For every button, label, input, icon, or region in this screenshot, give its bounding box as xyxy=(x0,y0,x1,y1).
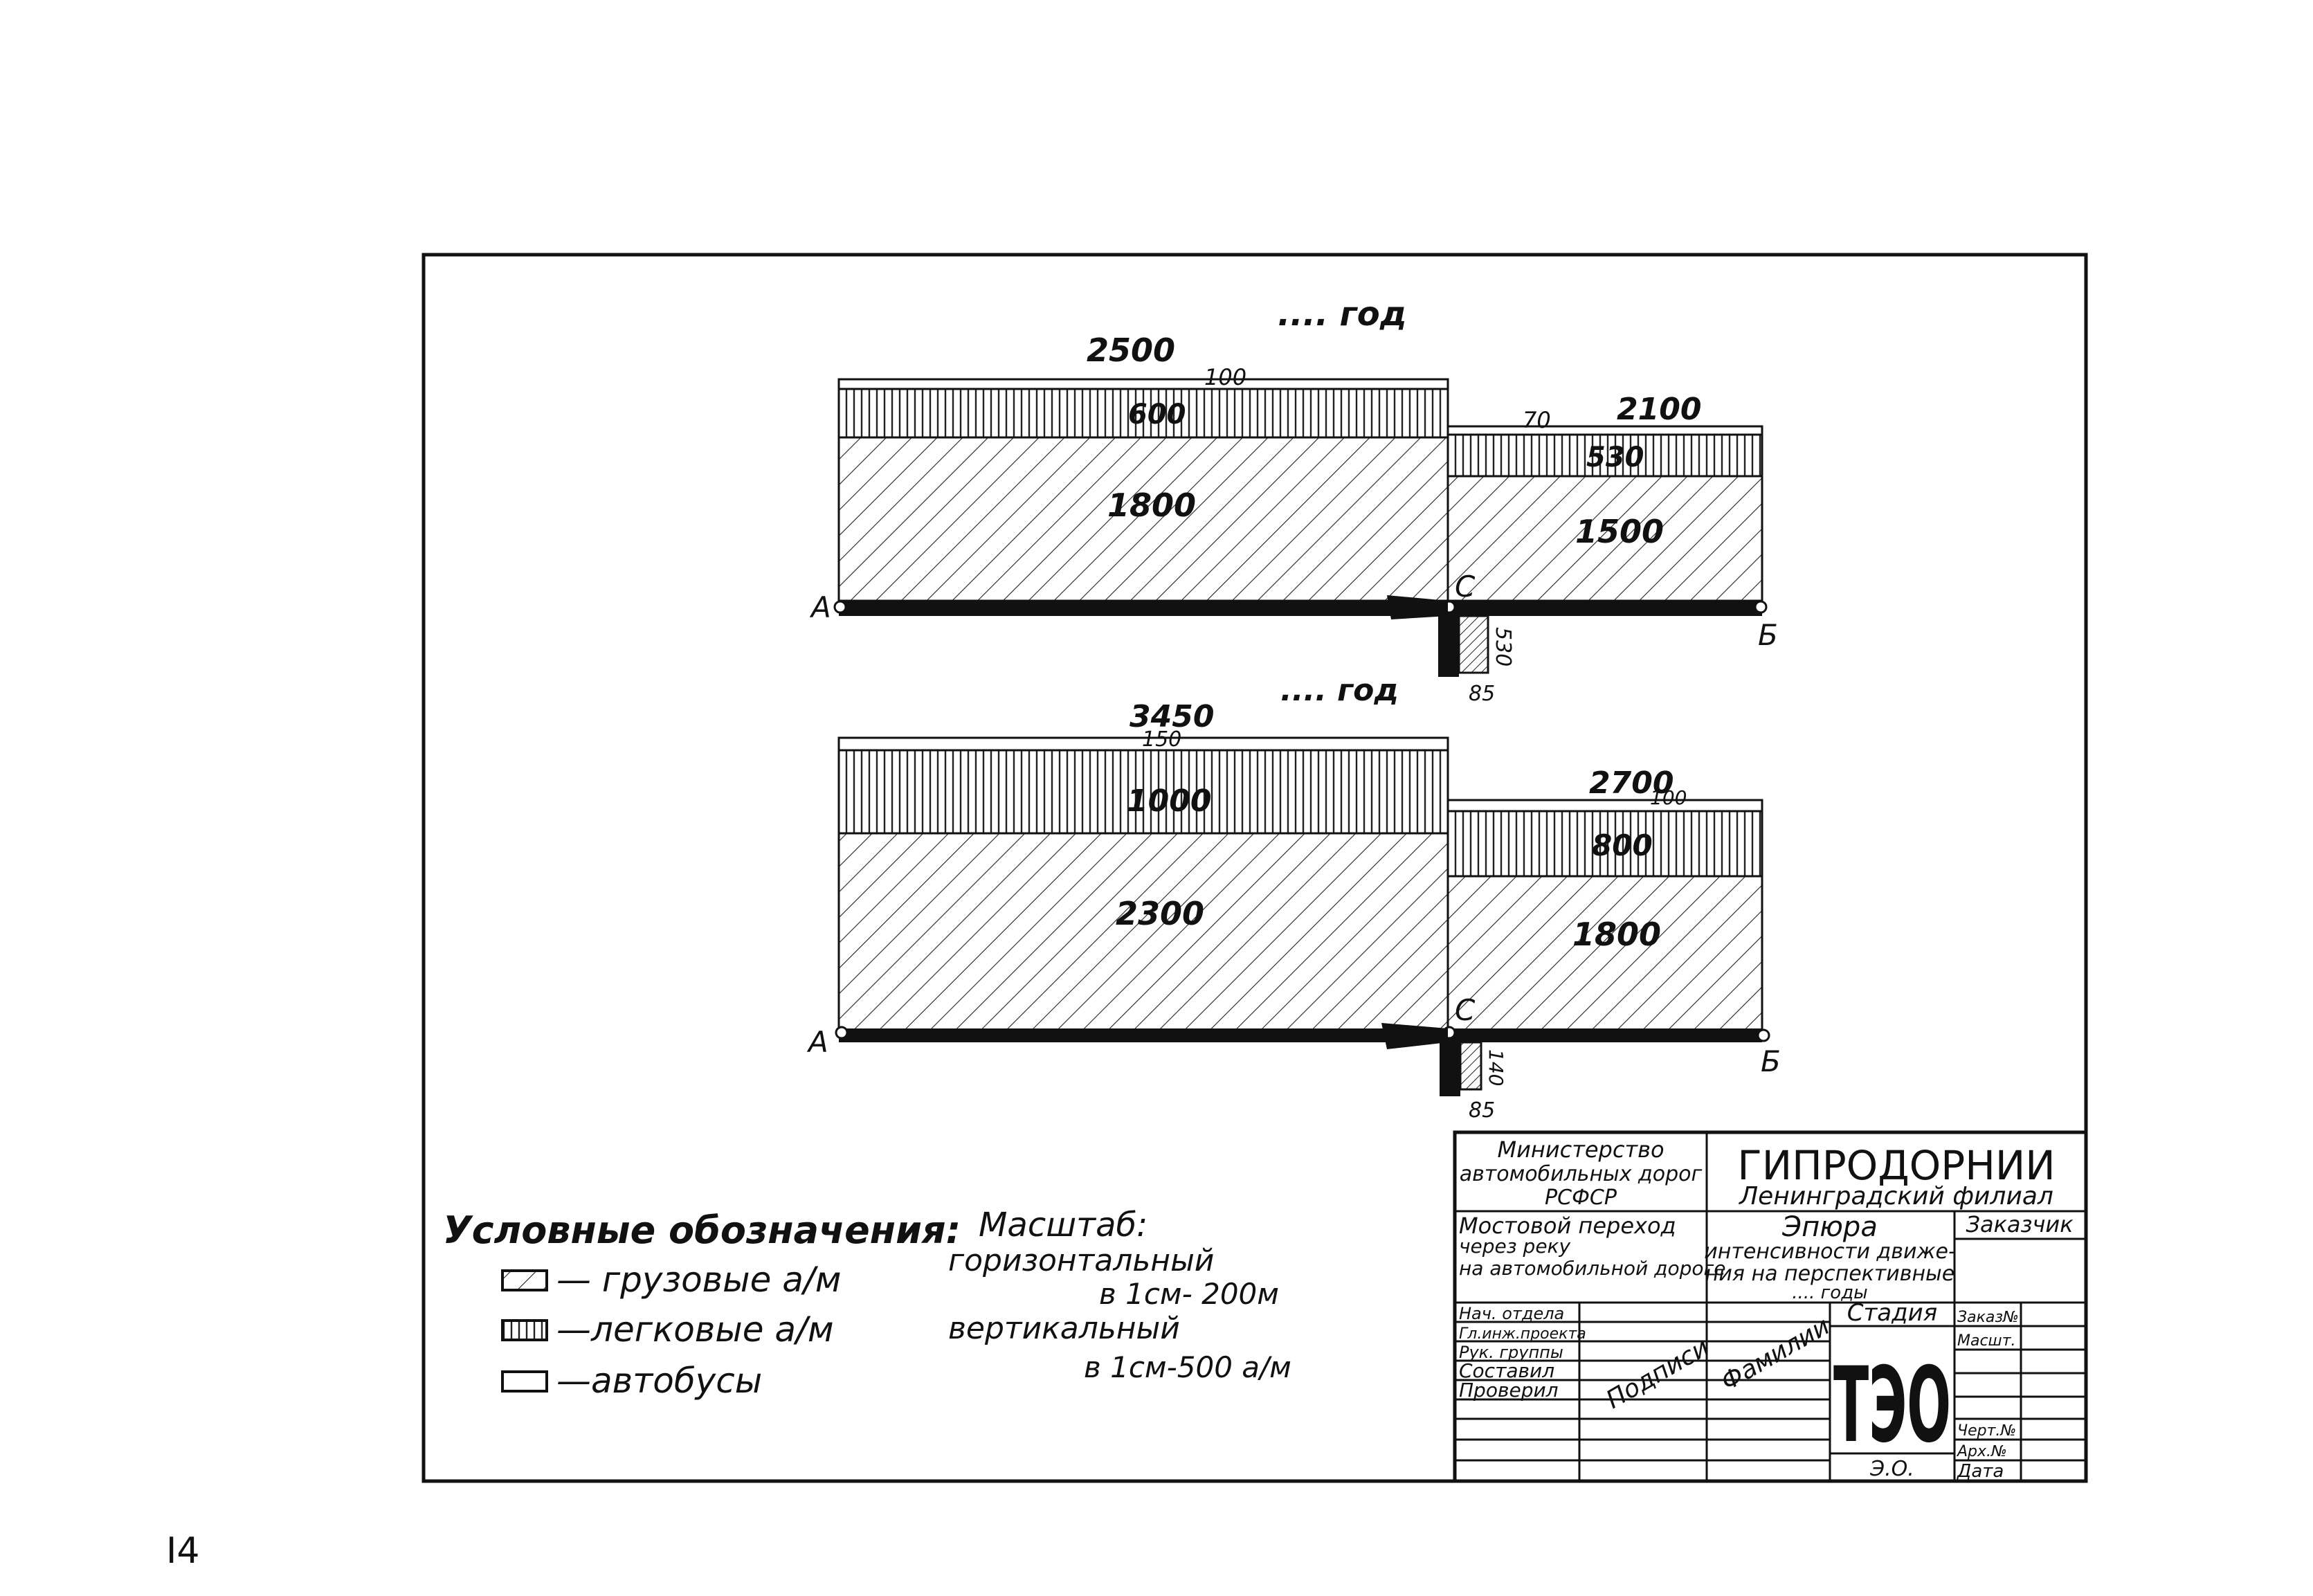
diagram-1-point-a: А xyxy=(809,590,831,624)
org-name: ГИПРОДОРНИИ xyxy=(1737,1142,2055,1189)
diagram-2-branch-value: 140 xyxy=(1485,1049,1507,1086)
legend-swatch-trucks xyxy=(501,1269,548,1291)
title-block-text: Министерство автомобильных дорог РСФСР Г… xyxy=(1459,1136,2074,1482)
diagram-1-left-total: 2500 xyxy=(1087,332,1175,369)
title-block xyxy=(1453,1130,2088,1483)
diagram-1-left-buses-band xyxy=(837,378,1449,390)
diagram-2-point-c: С xyxy=(1455,993,1476,1027)
diagram-2-point-b: Б xyxy=(1761,1044,1781,1078)
diagram-1-point-b: Б xyxy=(1758,618,1778,652)
diagram-1-point-a-marker xyxy=(833,600,847,614)
diagram-2-point-a: А xyxy=(806,1025,828,1059)
drawing-frame xyxy=(421,253,2088,1483)
diagram-2-right-total: 2700 xyxy=(1589,765,1673,801)
surnames-label: Фамилии xyxy=(1716,1312,1835,1397)
role-head-of-dept: Нач. отдела xyxy=(1459,1304,1564,1323)
diagram-2-branch-label: 85 xyxy=(1469,1098,1495,1123)
diagram-1-left-cars-band xyxy=(837,388,1449,439)
diagram-2-road-axis xyxy=(839,1028,1762,1042)
ministry-line-2: автомобильных дорог xyxy=(1460,1162,1703,1186)
label-archive-no: Арх.№ xyxy=(1956,1443,2007,1460)
label-scale: Масшт. xyxy=(1957,1332,2016,1350)
diagram-1: .... год 530 85 А С Б 2500 100 600 1800 … xyxy=(809,295,1778,706)
diagram-1-right-cars: 530 xyxy=(1586,442,1644,473)
diagram-2-right-cars-band xyxy=(1446,810,1763,878)
diagram-1-point-b-marker xyxy=(1754,600,1768,614)
drawing-title-1: Эпюра xyxy=(1781,1211,1878,1243)
role-checked: Проверил xyxy=(1459,1379,1559,1402)
diagram-1-right-trucks: 1500 xyxy=(1575,513,1664,550)
role-chief-engineer: Гл.инж.проекта xyxy=(1459,1325,1586,1343)
diagram-1-right-total: 2100 xyxy=(1617,392,1701,427)
diagram-1-right-buses-band xyxy=(1446,425,1763,436)
scale-horizontal-value: в 1см- 200м xyxy=(1099,1277,1279,1311)
diagram-1-road-axis xyxy=(839,601,1762,616)
label-drawing-no: Черт.№ xyxy=(1957,1422,2016,1440)
title-block-frame xyxy=(1453,1130,2088,1483)
org-branch: Ленинградский филиал xyxy=(1738,1182,2053,1210)
diagram-2-point-b-marker xyxy=(1757,1028,1770,1042)
role-group-lead: Рук. группы xyxy=(1459,1343,1563,1362)
scale-vertical-label: вертикальный xyxy=(948,1311,1180,1346)
customer-label: Заказчик xyxy=(1966,1211,2074,1237)
stage-value: ТЭО xyxy=(1833,1345,1951,1466)
label-date: Дата xyxy=(1957,1461,2004,1482)
scale-vertical-value: в 1см-500 а/м xyxy=(1084,1350,1291,1384)
legend-item-buses: —автобусы xyxy=(556,1361,762,1401)
legend-swatch-cars xyxy=(501,1319,548,1341)
diagram-2-year-label: .... год xyxy=(1280,673,1399,708)
ministry-line-1: Министерство xyxy=(1497,1136,1664,1163)
stage-label: Стадия xyxy=(1847,1299,1937,1327)
diagram-2-left-total: 3450 xyxy=(1130,699,1214,734)
diagram-1-junction-mark xyxy=(1387,595,1448,619)
diagram-2-branch-road xyxy=(1440,1042,1460,1096)
diagram-1-left-cars: 600 xyxy=(1128,399,1186,430)
diagram-2-right-trucks-band xyxy=(1446,875,1763,1033)
legend-item-trucks: — грузовые а/м xyxy=(556,1260,841,1300)
signatures-label: Подписи xyxy=(1602,1333,1714,1415)
project-line-2: через реку xyxy=(1459,1235,1570,1258)
diagram-2-left-trucks: 2300 xyxy=(1116,895,1204,932)
role-compiled: Составил xyxy=(1459,1359,1554,1382)
diagram-1-branch-value: 530 xyxy=(1491,627,1515,666)
drawing-title-2: интенсивности движе- xyxy=(1704,1240,1956,1264)
diagram-2-point-a-marker xyxy=(835,1026,849,1040)
scale-note: Масштаб: горизонтальный в 1см- 200м верт… xyxy=(948,1206,1291,1384)
diagram-2: .... год 140 85 А С Б 3450 150 1000 2300… xyxy=(806,673,1781,1123)
diagram-2-left-cars-band xyxy=(837,749,1449,835)
page-number: I4 xyxy=(166,1530,199,1572)
diagram-2-right-buses: 100 xyxy=(1650,786,1687,809)
legend-title: Условные обозначения: xyxy=(443,1208,961,1252)
diagram-1-right-buses: 70 xyxy=(1523,407,1551,433)
ministry-line-3: РСФСР xyxy=(1545,1186,1617,1210)
diagram-1-point-c: С xyxy=(1455,570,1476,604)
diagram-2-left-buses: 150 xyxy=(1142,727,1181,752)
diagram-2-junction-mark xyxy=(1381,1023,1448,1049)
legend-swatch-buses xyxy=(501,1370,548,1393)
sub-stage-value: Э.О. xyxy=(1869,1457,1914,1481)
diagram-1-branch-epure xyxy=(1458,615,1489,674)
diagram-2-right-buses-band xyxy=(1446,799,1763,813)
scale-title: Масштаб: xyxy=(979,1206,1148,1244)
diagram-1-branch-road xyxy=(1438,616,1459,677)
diagram-1-year-label: .... год xyxy=(1278,295,1406,334)
diagram-2-left-buses-band xyxy=(837,736,1449,752)
legend: Условные обозначения: — грузовые а/м —ле… xyxy=(443,1208,961,1401)
diagram-2-left-trucks-band xyxy=(837,832,1449,1033)
diagram-2-left-cars: 1000 xyxy=(1127,783,1211,819)
diagram-2-right-cars: 800 xyxy=(1592,828,1653,862)
label-order-no: Заказ№ xyxy=(1957,1309,2019,1326)
diagram-1-left-trucks: 1800 xyxy=(1107,487,1196,524)
legend-item-cars: —легковые а/м xyxy=(556,1309,834,1350)
diagram-1-left-buses: 100 xyxy=(1204,364,1246,390)
scale-horizontal-label: горизонтальный xyxy=(948,1243,1214,1278)
diagram-2-branch-epure xyxy=(1459,1041,1482,1091)
diagram-2-right-trucks: 1800 xyxy=(1572,916,1661,953)
project-line-1: Мостовой переход xyxy=(1459,1213,1676,1239)
project-line-3: на автомобильной дороге xyxy=(1459,1257,1725,1280)
diagram-1-branch-label: 85 xyxy=(1469,682,1495,706)
drawing-title-4: .... годы xyxy=(1792,1282,1867,1303)
drawing-title-3: ния на перспективные xyxy=(1705,1262,1954,1286)
